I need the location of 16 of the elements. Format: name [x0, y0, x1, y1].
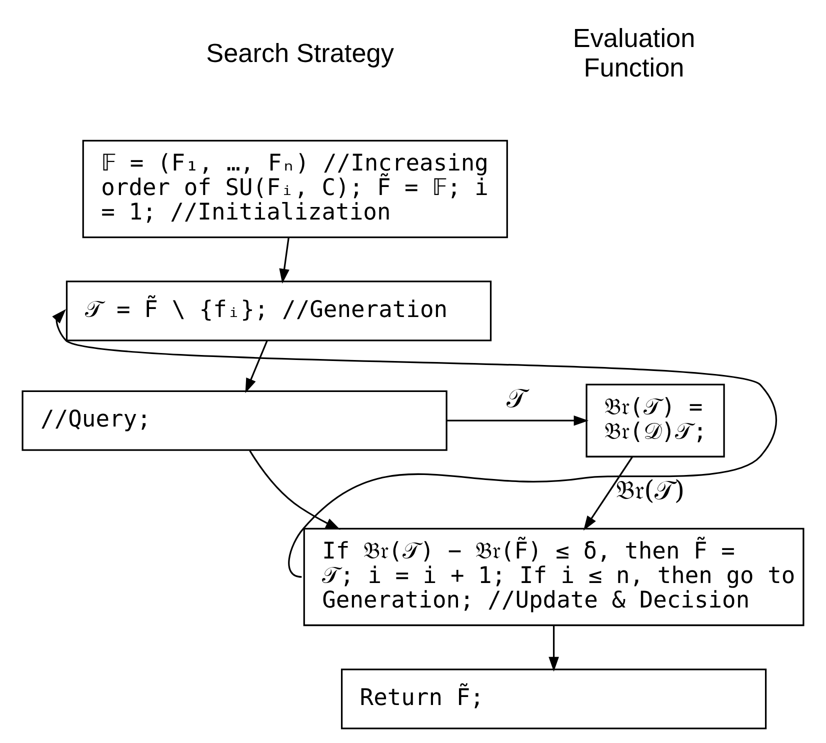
arrow — [548, 626, 559, 672]
label: Search Strategy — [206, 38, 394, 68]
edge-label: 𝒯 — [506, 384, 527, 414]
node-box: 𝔅𝔯(𝒯) = 𝔅𝔯(𝒟)𝒯; — [586, 384, 725, 458]
label: Evaluation Function — [572, 23, 696, 82]
node-box: //Query; — [22, 390, 448, 451]
node-box: 𝔽 = (F₁, …, Fₙ) //Increasing order of SU(Fᵢ, C); F̃ = 𝔽; i = 1; //Initialization — [82, 140, 508, 238]
arrow — [249, 450, 340, 530]
arrow — [279, 237, 290, 284]
arrow — [245, 340, 268, 394]
edge-label: 𝔅𝔯(𝒯) — [616, 476, 685, 506]
arrow — [583, 456, 633, 531]
node-box: 𝒯 = F̃ \ {fᵢ}; //Generation — [66, 280, 492, 342]
node-box: If 𝔅𝔯(𝒯) − 𝔅𝔯(F̃) ≤ δ, then F̃ = 𝒯; i = i + 1; If i ≤ n, then go to Generation; //Update & Decision — [303, 528, 804, 626]
node-box: Return F̃; — [340, 668, 767, 730]
arrow — [446, 415, 589, 426]
